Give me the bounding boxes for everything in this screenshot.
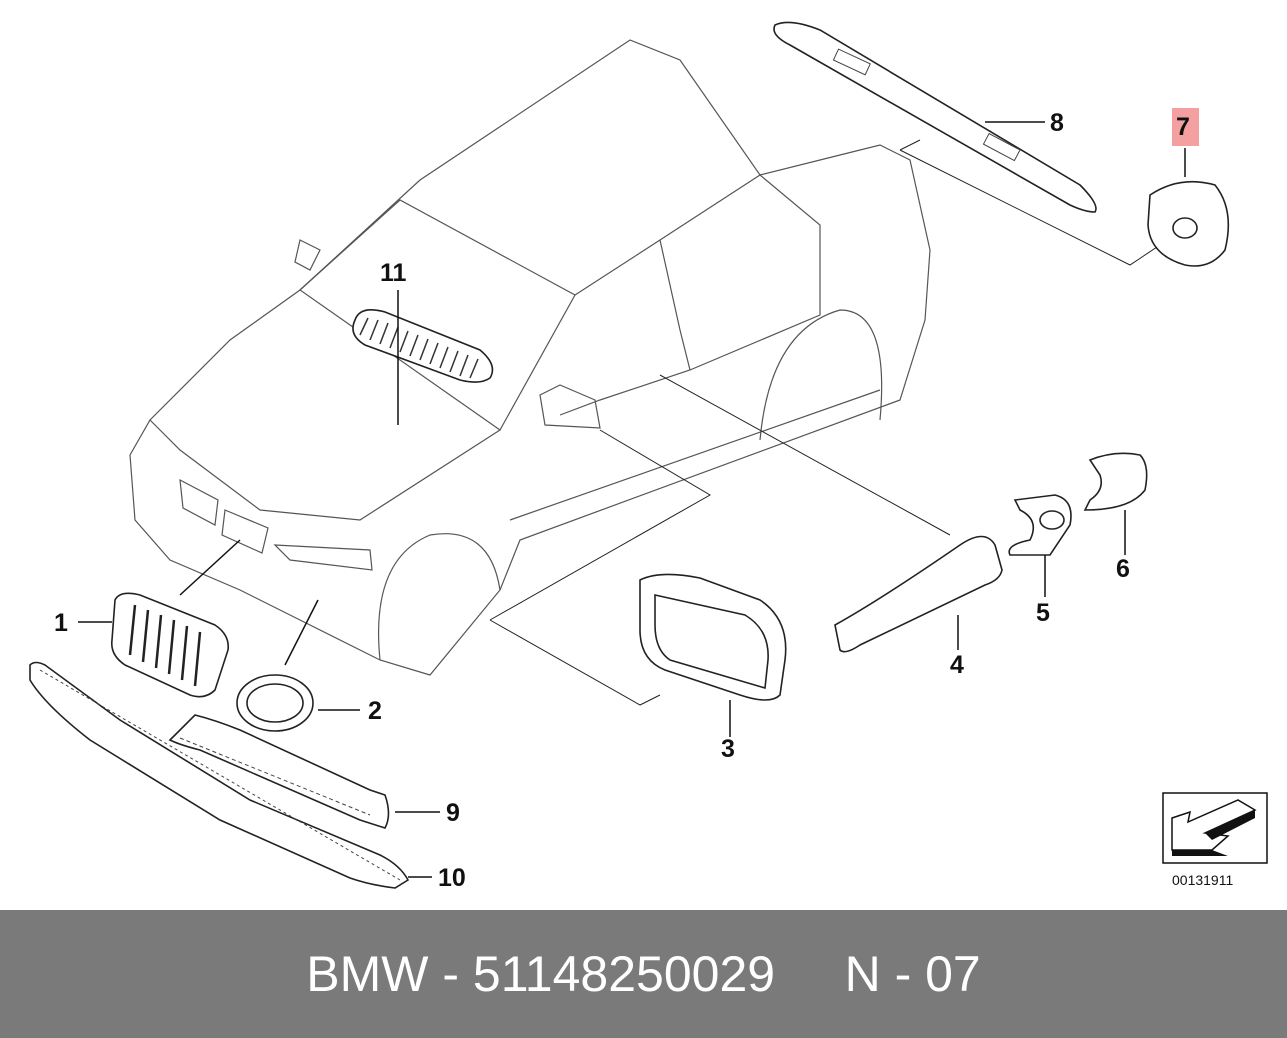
- callout-11: 11: [380, 259, 407, 287]
- leader-lines: [78, 121, 1186, 878]
- callout-3: 3: [721, 735, 735, 763]
- part-bottom-mesh: [29, 661, 410, 889]
- reference-lines: [489, 139, 1161, 706]
- footer-part-number: 51148250029: [472, 946, 776, 1002]
- callout-2: 2: [368, 697, 382, 725]
- orientation-arrow-icon: [1162, 792, 1268, 864]
- callout-9: 9: [446, 799, 460, 827]
- callout-10: 10: [438, 864, 466, 892]
- part-round-cover: [1147, 180, 1230, 267]
- part-cap: [1083, 452, 1148, 511]
- footer-separator: -: [428, 946, 473, 1002]
- callout-labels: 1 2 3 4 5 6 7 8 9 10 11: [54, 109, 1190, 892]
- callout-highlight: [1172, 108, 1199, 146]
- footer-banner: BMW - 51148250029 N - 07: [0, 910, 1287, 1038]
- callout-1: 1: [54, 609, 68, 637]
- part-fog-ring: [236, 674, 314, 732]
- part-mirror-frame: [639, 573, 787, 701]
- callout-6: 6: [1116, 555, 1130, 583]
- part-door-handle: [834, 535, 1003, 653]
- callout-4: 4: [950, 651, 964, 679]
- footer-brand: BMW: [306, 946, 429, 1002]
- footer-position-label: N - 07: [844, 946, 981, 1002]
- callout-5: 5: [1036, 599, 1050, 627]
- footer-gap: [775, 945, 844, 1003]
- callout-7: 7: [1176, 113, 1190, 141]
- callout-8: 8: [1050, 109, 1064, 137]
- vehicle-outline: [129, 39, 931, 676]
- part-kidney-grille: [110, 592, 230, 698]
- part-hood-vent: [352, 309, 494, 383]
- part-lower-grille: [168, 714, 390, 829]
- parts-diagram: 1 2 3 4 5 6 7 8 9 10 11 00131911: [29, 21, 1268, 892]
- part-handle-cover: [1008, 494, 1072, 556]
- reference-code: 00131911: [1172, 872, 1233, 888]
- part-tailgate-trim: [773, 21, 1097, 213]
